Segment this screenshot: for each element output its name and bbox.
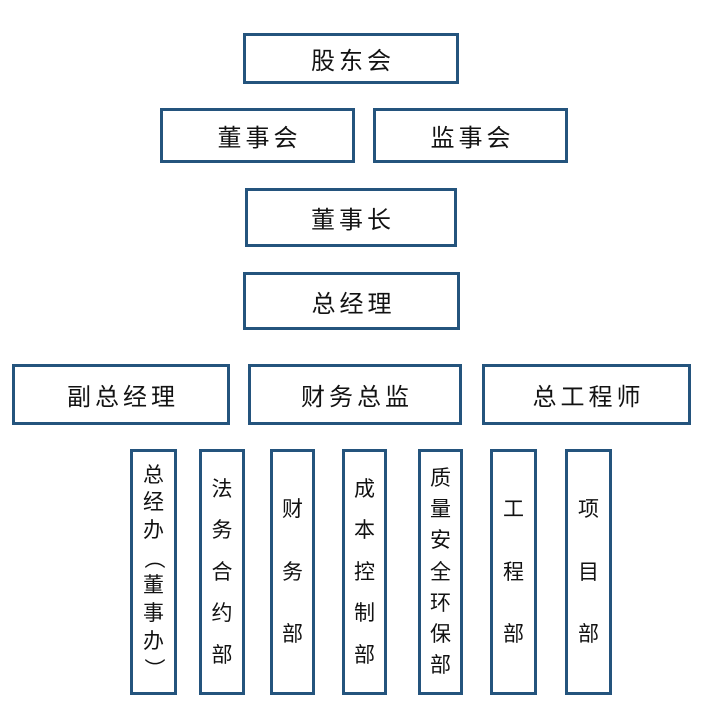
node-label: 总工程师 <box>532 385 645 411</box>
node-label: 总经理 <box>311 291 396 318</box>
node-label: 成本控制部 <box>354 476 375 667</box>
node-general-manager: 总经理 <box>243 272 460 330</box>
node-chief-engineer: 总工程师 <box>482 364 691 425</box>
node-legal-contract-dept: 法务合约部 <box>199 449 245 695</box>
node-label: 法务合约部 <box>211 476 233 667</box>
node-label: 董事长 <box>311 208 395 234</box>
node-deputy-general-manager: 副总经理 <box>12 364 230 425</box>
node-chairman: 董事长 <box>245 188 457 247</box>
node-cost-control-dept: 成本控制部 <box>342 449 387 695</box>
node-label: 质量安全环保部 <box>430 466 451 677</box>
node-finance-dept: 财务部 <box>270 449 315 695</box>
node-engineering-dept: 工程部 <box>490 449 537 695</box>
node-label: 监事会 <box>430 126 515 152</box>
node-label: 财务总监 <box>301 385 413 411</box>
node-board-of-directors: 董事会 <box>160 108 355 163</box>
node-label: 股东会 <box>311 49 395 75</box>
node-finance-director: 财务总监 <box>248 364 462 425</box>
node-shareholders-meeting: 股东会 <box>243 33 459 84</box>
node-label: 项目部 <box>578 497 599 646</box>
node-quality-safety-environment-dept: 质量安全环保部 <box>418 449 463 695</box>
node-label: 董事会 <box>217 126 302 152</box>
node-label: 财务部 <box>282 497 303 646</box>
node-label: 副总经理 <box>67 385 179 411</box>
node-supervisory-board: 监事会 <box>373 108 568 163</box>
node-label: 总经办（董事办） <box>142 462 166 680</box>
node-project-dept: 项目部 <box>565 449 612 695</box>
node-gm-office: 总经办（董事办） <box>130 449 177 695</box>
node-label: 工程部 <box>503 497 524 646</box>
